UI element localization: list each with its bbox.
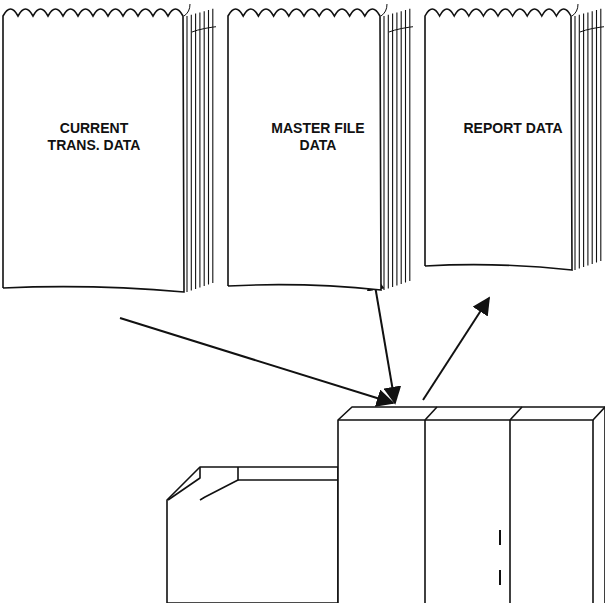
continuous-form: CURRENT TRANS. DATA [2, 2, 216, 294]
flow-arrow [373, 274, 395, 403]
form-outline [424, 2, 604, 272]
console-desk [167, 467, 338, 603]
form-label: REPORT DATA [458, 120, 568, 137]
continuous-form: REPORT DATA [424, 2, 604, 272]
flow-arrow [120, 318, 393, 403]
computer-cabinet [338, 407, 605, 603]
form-label: CURRENT TRANS. DATA [32, 120, 156, 154]
flow-arrow [423, 298, 489, 400]
form-label: MASTER FILE DATA [265, 120, 371, 154]
continuous-form: MASTER FILE DATA [227, 2, 413, 292]
